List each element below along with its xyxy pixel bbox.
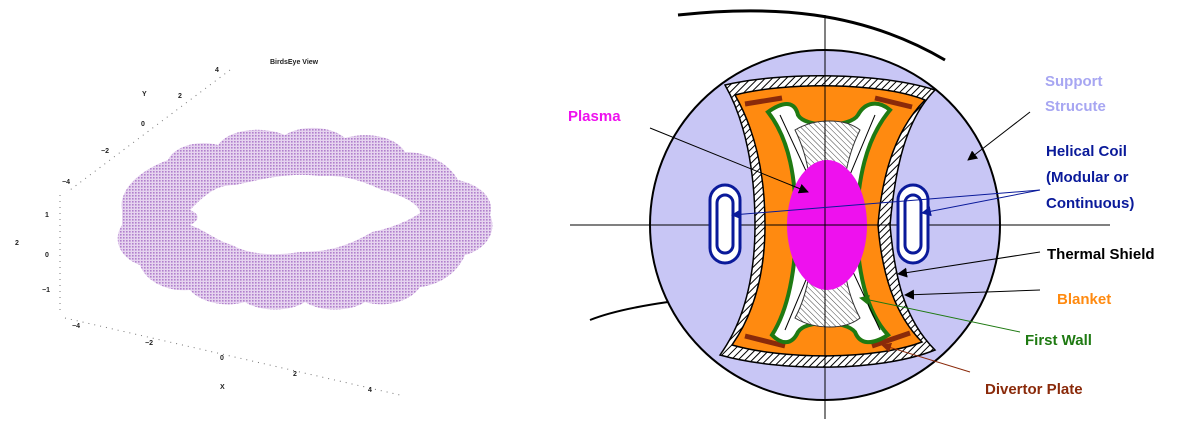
z-tick-1: 1 (45, 212, 49, 219)
helical-coil-right (898, 185, 928, 263)
x-tick-5: 4 (368, 387, 372, 394)
torus-surface (118, 128, 493, 310)
z-tick-3: −1 (42, 287, 50, 294)
birdseye-view-panel: BirdsEye View Y 4 2 0 −2 −4 1 0 −1 2 −4 … (0, 0, 560, 419)
helical-coil-left (710, 185, 740, 263)
outer-arc-bottom (590, 302, 668, 320)
y-tick-3: 0 (141, 121, 145, 128)
side-label: 2 (15, 240, 19, 247)
x-tick-3: 0 (220, 355, 224, 362)
y-axis-label: Y (142, 91, 147, 98)
y-tick-1: 4 (215, 67, 219, 74)
x-tick-1: −4 (72, 323, 80, 330)
label-first-wall: First Wall (1025, 332, 1092, 349)
y-tick-4: −2 (101, 148, 109, 155)
label-helical-1: Helical Coil (1046, 143, 1127, 160)
label-helical-3: Continuous) (1046, 195, 1134, 212)
label-plasma: Plasma (568, 108, 621, 125)
birdseye-plot: BirdsEye View Y 4 2 0 −2 −4 1 0 −1 2 −4 … (0, 0, 560, 419)
label-support-2: Strucute (1045, 98, 1106, 115)
label-support-1: Support (1045, 73, 1103, 90)
z-tick-2: 0 (45, 252, 49, 259)
label-thermal-shield: Thermal Shield (1047, 246, 1155, 263)
cross-section-diagram: Plasma Support Strucute Helical Coil (Mo… (560, 0, 1195, 419)
x-axis-label: X (220, 384, 225, 391)
x-tick-4: 2 (293, 371, 297, 378)
y-tick-2: 2 (178, 93, 182, 100)
label-divertor-plate: Divertor Plate (985, 381, 1083, 398)
birdseye-title: BirdsEye View (270, 59, 319, 66)
cross-section-panel: Plasma Support Strucute Helical Coil (Mo… (560, 0, 1195, 419)
leader-support (968, 112, 1030, 160)
label-blanket: Blanket (1057, 291, 1111, 308)
label-helical-2: (Modular or (1046, 169, 1129, 186)
y-tick-5: −4 (62, 179, 70, 186)
x-tick-2: −2 (145, 340, 153, 347)
axis-dots (60, 70, 400, 395)
